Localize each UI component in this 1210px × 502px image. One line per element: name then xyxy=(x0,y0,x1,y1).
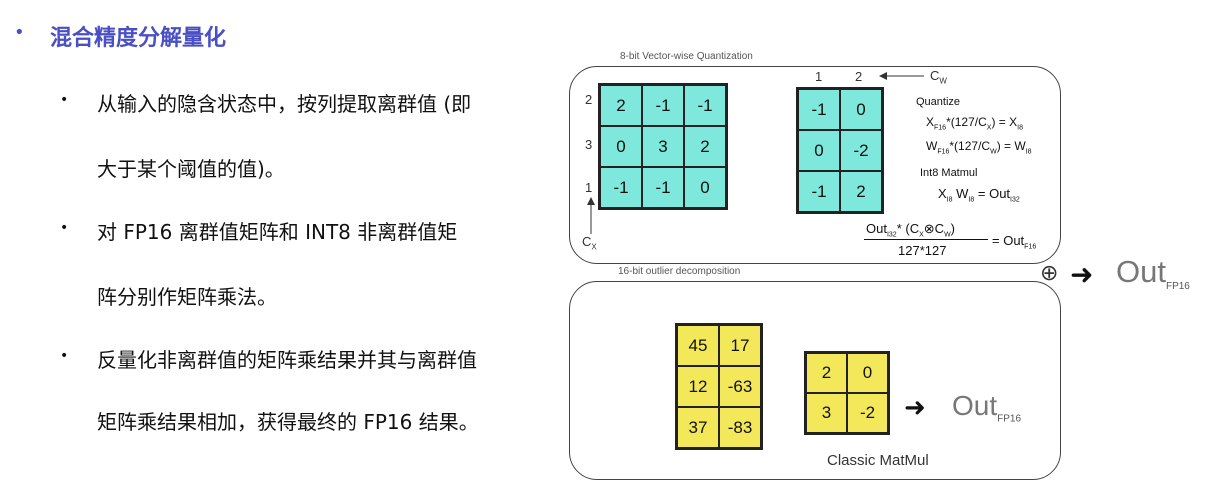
matrix_x-cell: -1 xyxy=(684,85,726,126)
int8-matmul-title: Int8 Matmul xyxy=(920,167,978,179)
page-title: 混合精度分解量化 xyxy=(50,26,227,51)
cw-label: CW xyxy=(930,68,947,86)
dequant-numerator: OutI32* (CX⊗CW) xyxy=(866,221,956,239)
bullet-1-line-1: 从输入的隐含状态中，按列提取离群值 (即 xyxy=(97,92,472,116)
matrix_w-cell: -1 xyxy=(798,89,840,130)
bullet-3-line-2: 矩阵乘结果相加，获得最终的 FP16 结果。 xyxy=(97,410,479,434)
int8-matmul-eq: XI8 WI8 = OutI32 xyxy=(938,186,1020,204)
col-label-2: 2 xyxy=(855,69,863,84)
matrix_outlier_x-cell: 12 xyxy=(677,366,719,407)
matrix_w-cell: 0 xyxy=(840,89,882,130)
col-label-1: 1 xyxy=(815,69,823,84)
matrix_x-cell: 0 xyxy=(684,167,726,208)
matrix_x-cell: -1 xyxy=(642,85,684,126)
matrix_outlier_x-cell: 17 xyxy=(719,325,761,366)
arrow-icon-bottom: ➜ xyxy=(904,392,926,422)
matrix_x-cell: 2 xyxy=(600,85,642,126)
row-label-3: 1 xyxy=(585,180,593,195)
row-label-1: 2 xyxy=(585,92,593,107)
top-box-label: 8-bit Vector-wise Quantization xyxy=(620,51,753,62)
quantize-eq-1: XF16*(127/CX) = XI8 xyxy=(926,115,1023,132)
bullet-marker-2: • xyxy=(60,220,69,236)
quantize-title: Quantize xyxy=(916,96,961,108)
bottom-box-label: 16-bit outlier decomposition xyxy=(618,266,741,277)
matrix_w-cell: -2 xyxy=(840,130,882,171)
cw-arrow xyxy=(879,72,924,80)
matrix_x-cell: 2 xyxy=(684,126,726,167)
matrix_w-cell: -1 xyxy=(798,171,840,212)
bullet-2-line-2: 阵分别作矩阵乘法。 xyxy=(97,285,277,309)
matrix_outlier_w-cell: 3 xyxy=(806,393,847,433)
bullet-marker-1: • xyxy=(60,92,69,108)
matrix_outlier_w-cell: 0 xyxy=(847,353,888,393)
matrix_x-cell: -1 xyxy=(600,167,642,208)
dequant-denominator: 127*127 xyxy=(898,243,947,258)
fraction-bar xyxy=(864,239,988,240)
matrix_outlier_x-cell: -63 xyxy=(719,366,761,407)
bullet-marker-3: • xyxy=(60,348,69,364)
out-fp16-bottom: OutFP16 xyxy=(952,390,1022,425)
matrix_x-cell: -1 xyxy=(642,167,684,208)
bullet-3-line-1: 反量化非离群值的矩阵乘结果并其与离群值 xyxy=(97,348,477,372)
matrix_outlier_x-cell: 37 xyxy=(677,407,719,448)
cx-label: CX xyxy=(582,234,597,252)
row-label-2: 3 xyxy=(585,137,593,152)
dequant-result: = OutF16 xyxy=(992,233,1037,251)
bullet-1-line-2: 大于某个阈值的值)。 xyxy=(97,157,285,181)
title-bullet: • xyxy=(14,22,25,43)
matrix_outlier_x-cell: 45 xyxy=(677,325,719,366)
matrix_x-cell: 0 xyxy=(600,126,642,167)
matrix_outlier_x-cell: -83 xyxy=(719,407,761,448)
matrix_w-cell: 0 xyxy=(798,130,840,171)
arrow-icon-top: ➜ xyxy=(1070,259,1094,290)
matrix_w-cell: 2 xyxy=(840,171,882,212)
matrix_x-cell: 3 xyxy=(642,126,684,167)
matrix_outlier_w-cell: 2 xyxy=(806,353,847,393)
plus-circle-icon: ⊕ xyxy=(1040,260,1059,285)
classic-matmul-label: Classic MatMul xyxy=(827,452,929,469)
quantize-eq-2: WF16*(127/CW) = WI8 xyxy=(926,139,1032,156)
out-fp16-final: OutFP16 xyxy=(1116,254,1190,293)
bullet-2-line-1: 对 FP16 离群值矩阵和 INT8 非离群值矩 xyxy=(97,220,458,244)
cx-arrow xyxy=(587,197,595,234)
matrix_outlier_w-cell: -2 xyxy=(847,393,888,433)
